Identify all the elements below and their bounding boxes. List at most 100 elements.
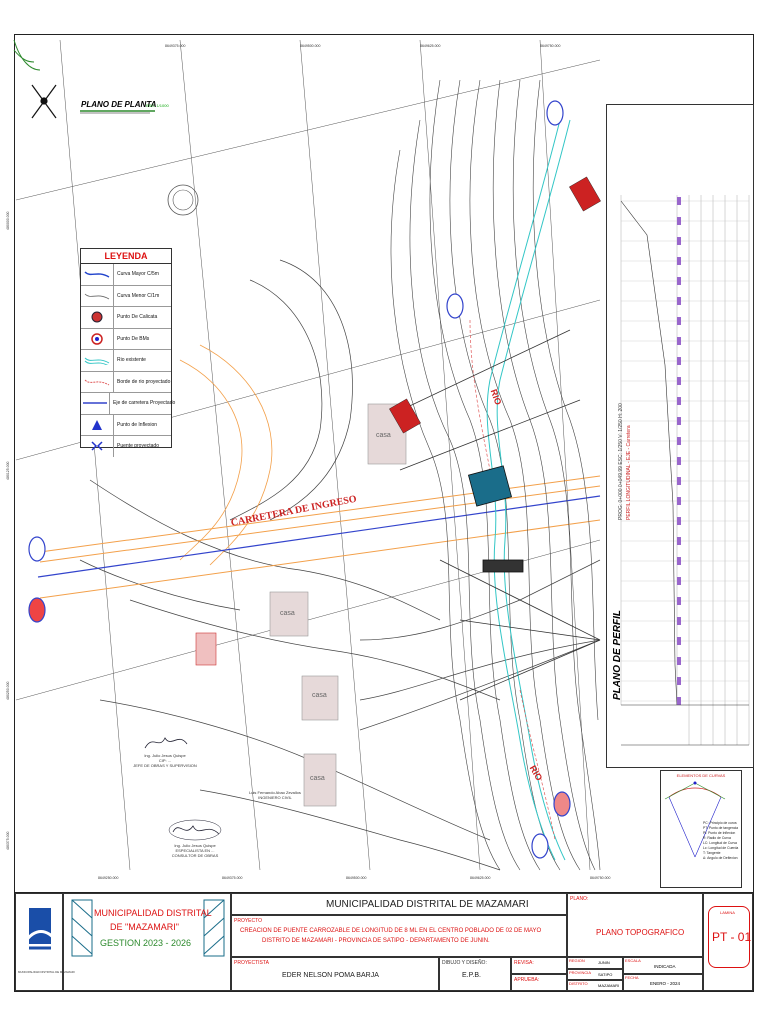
grid-label-bottom-2: 8649375.000: [222, 876, 243, 880]
grid-label-left-3: 480250.000: [6, 681, 10, 701]
profile-station-marker: [677, 237, 681, 245]
legend-item: Curva Menor C/1m: [81, 285, 171, 307]
legend-label: Punto De Calicata: [117, 314, 158, 321]
signature-text: Luis Fernando Abao Zevallos INGENIERO CI…: [249, 790, 301, 800]
legend-item: Rio existente: [81, 350, 171, 372]
designer-label: PROYECTISTA: [234, 960, 269, 966]
review-cell: REVISA:: [511, 957, 567, 974]
scale-cell: ESCALA INDICADA: [623, 957, 703, 974]
profile-station-marker: [677, 337, 681, 345]
province-value: SATIPO: [598, 972, 613, 977]
profile-station-marker: [677, 617, 681, 625]
drawing-label: DIBUJO Y DISEÑO:: [442, 960, 487, 966]
municipality-logo-cell: MUNICIPALIDAD DISTRITAL DE MAZAMARI: [15, 893, 75, 991]
profile-station-marker: [677, 397, 681, 405]
legend-label: Rio existente: [117, 357, 146, 364]
designer-cell: PROYECTISTA EDER NELSON POMA BARJA: [231, 957, 439, 991]
profile-station-marker: [677, 537, 681, 545]
profile-station-marker: [677, 477, 681, 485]
legend-item: Curva Mayor C/5m: [81, 264, 171, 286]
profile-station-marker: [677, 197, 681, 205]
signature-text: Ing. Julio Jesus Quispe CIP: ... JEFE DE…: [133, 753, 197, 768]
profile-station-marker: [677, 697, 681, 705]
profile-station-marker: [677, 677, 681, 685]
region-value: JUNIN: [598, 960, 610, 965]
profile-station-marker: [677, 597, 681, 605]
legend-item: Eje de carretera Proyectado: [81, 393, 175, 415]
header-cell: MUNICIPALIDAD DISTRITAL DE MAZAMARI: [231, 893, 567, 915]
legend-item: Punto De Calicata: [81, 307, 171, 329]
inflection-point-icon: [92, 419, 102, 430]
municipality-name-2: DE "MAZAMARI": [110, 922, 179, 932]
legend-item: Puente proyectado: [81, 436, 171, 457]
signature-block: Ing. Julio Jesus Quispe CIP: ... JEFE DE…: [130, 730, 200, 768]
profile-station-marker: [677, 657, 681, 665]
plan-name-label: PLANO:: [570, 896, 589, 902]
legend-label: Borde de rio proyectado: [117, 378, 171, 385]
date-value: ENERO - 2024: [650, 981, 681, 986]
date-cell: FECHA ENERO - 2024: [623, 974, 703, 991]
building-icon: [203, 899, 225, 957]
logo-caption: MUNICIPALIDAD DISTRITAL DE MAZAMARI: [18, 970, 75, 974]
house-label: casa: [280, 610, 295, 617]
scale-value: INDICADA: [654, 964, 676, 969]
blue-contour-line-icon: [84, 271, 110, 278]
gray-contour-line-icon: [84, 293, 110, 300]
profile-station-marker: [677, 457, 681, 465]
profile-station-marker: [677, 557, 681, 565]
profile-station-marker: [677, 377, 681, 385]
region-cell: REGION JUNIN: [567, 957, 623, 969]
profile-station-marker: [677, 317, 681, 325]
profile-subtitle: PERFIL LONGITUDINAL - EJE - Carretera: [626, 425, 632, 520]
title-block: MUNICIPALIDAD DISTRITAL DE MAZAMARI MUNI…: [14, 892, 754, 992]
grid-label-top-4: 8649750.000: [540, 44, 561, 48]
profile-grid: [620, 195, 750, 746]
building-icon: [71, 899, 93, 957]
profile-title: PLANO DE PERFIL: [612, 609, 623, 700]
header-title: MUNICIPALIDAD DISTRITAL DE MAZAMARI: [326, 899, 529, 910]
signature-scribble: [144, 737, 188, 749]
signature-text: Ing. Julio Jesus Quispe ESPECIALISTA EN …: [171, 843, 219, 858]
grid-label-left-4: 480375.000: [6, 831, 10, 851]
curve-elements-panel: ELEMENTOS DE CURVAS PC: Principio de cur…: [660, 770, 742, 888]
approve-cell: APRUEBA:: [511, 974, 567, 991]
approve-label: APRUEBA:: [514, 977, 540, 983]
legend-item: Punto De BMs: [81, 328, 171, 350]
designer-name: EDER NELSON POMA BARJA: [282, 972, 379, 979]
house-label: casa: [376, 432, 391, 439]
gestion-label: GESTION 2023 - 2026: [100, 938, 192, 948]
legend-label: Puente proyectado: [117, 443, 159, 450]
profile-panel: [606, 104, 754, 768]
grid-label-left-1: 480000.000: [6, 211, 10, 231]
plan-name: PLANO TOPOGRAFICO: [596, 928, 685, 937]
bridge-icon: [91, 441, 103, 451]
legend-item: Punto de Inflexion: [81, 414, 171, 436]
municipality-logo-icon: [23, 908, 59, 950]
sheet-label: LAMINA: [720, 910, 735, 915]
grid-label-left-2: 480125.000: [6, 461, 10, 481]
profile-station-marker: [677, 277, 681, 285]
review-label: REVISA:: [514, 960, 534, 966]
drawing-cell: DIBUJO Y DISEÑO: E.P.B.: [439, 957, 511, 991]
grid-label-bottom-1: 8649250.000: [98, 876, 119, 880]
house-label: casa: [310, 775, 325, 782]
grid-label-bottom-3: 8649500.000: [346, 876, 367, 880]
project-text-2: DISTRITO DE MAZAMARI - PROVINCIA DE SATI…: [262, 938, 490, 944]
signature-scribble: [168, 819, 222, 841]
district-cell: DISTRITO MAZAMARI: [567, 980, 623, 991]
municipality-name: MUNICIPALIDAD DISTRITAL: [94, 908, 212, 918]
project-text-1: CREACION DE PUENTE CARROZABLE DE LONGITU…: [240, 928, 542, 934]
calicata-point-icon: [91, 311, 103, 323]
grid-label-bottom-4: 8649625.000: [470, 876, 491, 880]
curve-diagram: [664, 781, 726, 858]
project-label: PROYECTO: [234, 918, 262, 924]
grid-label-top-2: 8649500.000: [300, 44, 321, 48]
legend-label: Punto de Inflexion: [117, 421, 158, 428]
sheet-number: PT - 01: [712, 930, 752, 944]
legend-item: Borde de rio proyectado: [81, 371, 171, 393]
drawing-value: E.P.B.: [462, 972, 481, 979]
house-label: casa: [312, 692, 327, 699]
north-arrow-icon: [31, 84, 57, 119]
bm-point-icon: [91, 333, 103, 345]
